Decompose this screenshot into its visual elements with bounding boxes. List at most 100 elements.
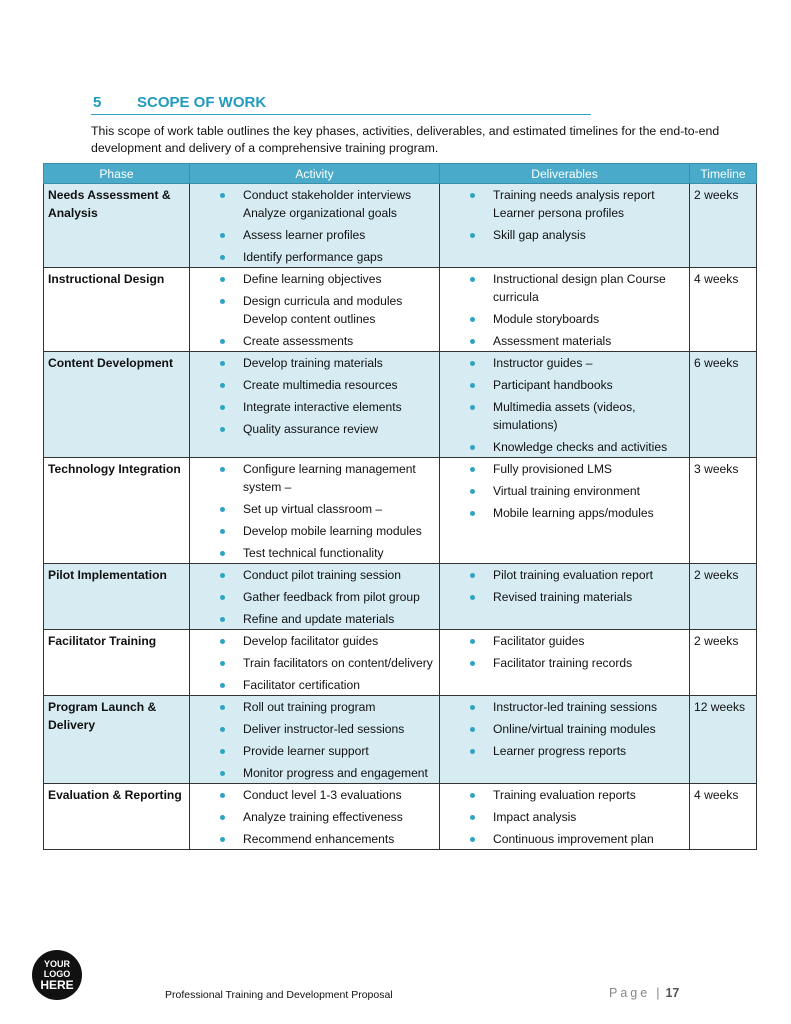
- bullet-icon: [470, 815, 475, 820]
- timeline-cell: 6 weeks: [689, 351, 757, 458]
- list-item-text: Develop mobile learning modules: [243, 524, 422, 538]
- bullet-icon: [470, 193, 475, 198]
- list-item: Quality assurance review: [194, 420, 435, 438]
- deliverables-cell: Fully provisioned LMS Virtual training en…: [439, 457, 690, 564]
- intro-paragraph: This scope of work table outlines the ke…: [91, 124, 720, 155]
- list-item: Instructor-led training sessions: [444, 698, 685, 716]
- deliverables-list: Fully provisioned LMS Virtual training en…: [444, 460, 685, 522]
- logo-text-line: HERE: [40, 978, 74, 992]
- bullet-icon: [220, 427, 225, 432]
- list-item: Test technical functionality: [194, 544, 435, 562]
- list-item-text: Training needs analysis report Learner p…: [493, 188, 655, 220]
- bullet-icon: [470, 837, 475, 842]
- list-item-text: Gather feedback from pilot group: [243, 590, 420, 604]
- bullet-icon: [220, 299, 225, 304]
- timeline-cell: 2 weeks: [689, 183, 757, 268]
- section-number: 5: [93, 94, 102, 111]
- activity-list: Conduct stakeholder interviews Analyze o…: [194, 186, 435, 266]
- list-item: Configure learning management system –: [194, 460, 435, 496]
- list-item: Facilitator certification: [194, 676, 435, 694]
- bullet-icon: [220, 771, 225, 776]
- list-item-text: Provide learner support: [243, 744, 369, 758]
- table-header-row: Phase Activity Deliverables Timeline: [43, 163, 757, 184]
- bullet-icon: [220, 639, 225, 644]
- header-phase: Phase: [43, 163, 190, 184]
- logo-text-line: LOGO: [43, 969, 71, 979]
- list-item-text: Facilitator guides: [493, 634, 585, 648]
- list-item-text: Participant handbooks: [493, 378, 613, 392]
- bullet-icon: [220, 339, 225, 344]
- deliverables-list: Instructional design plan Course curricu…: [444, 270, 685, 350]
- list-item-text: Mobile learning apps/modules: [493, 506, 654, 520]
- bullet-icon: [220, 233, 225, 238]
- list-item: Assess learner profiles: [194, 226, 435, 244]
- list-item-text: Online/virtual training modules: [493, 722, 656, 736]
- list-item-text: Instructor guides –: [493, 356, 593, 370]
- list-item-text: Refine and update materials: [243, 612, 395, 626]
- phase-cell: Evaluation & Reporting: [43, 783, 190, 850]
- list-item-text: Skill gap analysis: [493, 228, 586, 242]
- header-deliverables: Deliverables: [439, 163, 690, 184]
- deliverables-cell: Training needs analysis report Learner p…: [439, 183, 690, 268]
- bullet-icon: [220, 405, 225, 410]
- bullet-icon: [220, 727, 225, 732]
- list-item: Revised training materials: [444, 588, 685, 606]
- list-item: Pilot training evaluation report: [444, 566, 685, 584]
- list-item-text: Identify performance gaps: [243, 250, 383, 264]
- list-item-text: Learner progress reports: [493, 744, 627, 758]
- bullet-icon: [470, 661, 475, 666]
- list-item: Participant handbooks: [444, 376, 685, 394]
- list-item: Refine and update materials: [194, 610, 435, 628]
- bullet-icon: [470, 361, 475, 366]
- list-item: Set up virtual classroom –: [194, 500, 435, 518]
- list-item: Conduct pilot training session: [194, 566, 435, 584]
- list-item-text: Pilot training evaluation report: [493, 568, 654, 582]
- list-item-text: Test technical functionality: [243, 546, 384, 560]
- list-item-text: Quality assurance review: [243, 422, 379, 436]
- footer-document-title: Professional Training and Development Pr…: [165, 989, 393, 1001]
- bullet-icon: [220, 617, 225, 622]
- deliverables-cell: Instructional design plan Course curricu…: [439, 267, 690, 352]
- deliverables-cell: Instructor guides – Participant handbooks…: [439, 351, 690, 458]
- list-item-text: Deliver instructor-led sessions: [243, 722, 405, 736]
- list-item-text: Analyze training effectiveness: [243, 810, 403, 824]
- bullet-icon: [470, 445, 475, 450]
- list-item-text: Design curricula and modules Develop con…: [243, 294, 403, 326]
- list-item-text: Knowledge checks and activities: [493, 440, 668, 454]
- bullet-icon: [220, 277, 225, 282]
- bullet-icon: [470, 405, 475, 410]
- bullet-icon: [470, 383, 475, 388]
- list-item: Online/virtual training modules: [444, 720, 685, 738]
- list-item: Develop facilitator guides: [194, 632, 435, 650]
- list-item: Roll out training program: [194, 698, 435, 716]
- phase-cell: Needs Assessment & Analysis: [43, 183, 190, 268]
- bullet-icon: [220, 529, 225, 534]
- list-item-text: Continuous improvement plan: [493, 832, 654, 846]
- page-number: 17: [665, 986, 680, 1000]
- deliverables-list: Training needs analysis report Learner p…: [444, 186, 685, 244]
- scope-of-work-table: Phase Activity Deliverables Timeline Nee…: [43, 163, 757, 850]
- list-item-text: Fully provisioned LMS: [493, 462, 612, 476]
- list-item: Instructional design plan Course curricu…: [444, 270, 685, 306]
- timeline-cell: 4 weeks: [689, 267, 757, 352]
- bullet-icon: [470, 573, 475, 578]
- list-item: Multimedia assets (videos, simulations): [444, 398, 685, 434]
- bullet-icon: [470, 705, 475, 710]
- list-item-text: Training evaluation reports: [493, 788, 636, 802]
- phase-cell: Technology Integration: [43, 457, 190, 564]
- list-item: Training evaluation reports: [444, 786, 685, 804]
- bullet-icon: [220, 595, 225, 600]
- list-item: Virtual training environment: [444, 482, 685, 500]
